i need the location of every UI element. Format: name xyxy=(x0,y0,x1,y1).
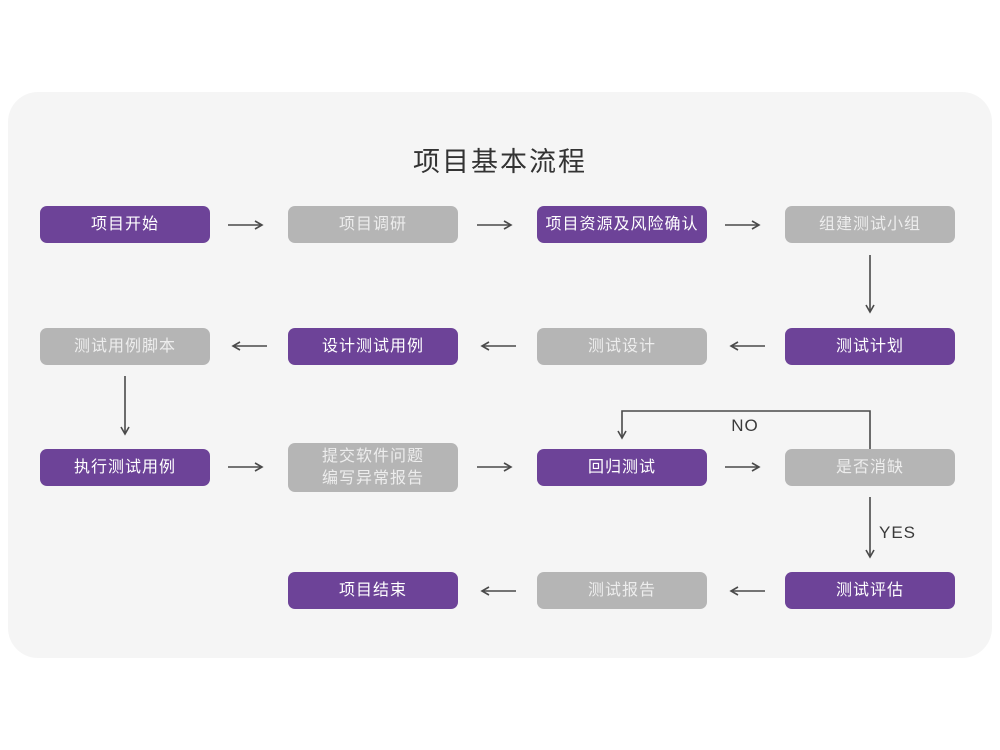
flow-node-project-end: 项目结束 xyxy=(288,572,458,609)
flow-node-submit-issue-report: 提交软件问题 编写异常报告 xyxy=(288,443,458,492)
flow-node-project-start: 项目开始 xyxy=(40,206,210,243)
page-title: 项目基本流程 xyxy=(413,147,587,177)
flow-node-defect-cleared: 是否消缺 xyxy=(785,449,955,486)
flow-node-test-report: 测试报告 xyxy=(537,572,707,609)
flow-node-resource-risk-confirm: 项目资源及风险确认 xyxy=(537,206,707,243)
flow-node-execute-test-cases: 执行测试用例 xyxy=(40,449,210,486)
no-branch-label: NO xyxy=(731,416,759,435)
flowchart-card xyxy=(8,92,992,658)
submit-issue-report-line2: 编写异常报告 xyxy=(321,469,424,487)
flow-node-design-test-cases: 设计测试用例 xyxy=(288,328,458,365)
flow-node-test-plan: 测试计划 xyxy=(785,328,955,365)
submit-issue-report-line1: 提交软件问题 xyxy=(321,447,424,465)
yes-branch-label: YES xyxy=(879,523,917,542)
flow-node-test-case-scripts: 测试用例脚本 xyxy=(40,328,210,365)
flow-node-project-research: 项目调研 xyxy=(288,206,458,243)
flow-node-build-test-team: 组建测试小组 xyxy=(785,206,955,243)
flow-node-regression-test: 回归测试 xyxy=(537,449,707,486)
flow-node-test-evaluation: 测试评估 xyxy=(785,572,955,609)
flow-node-test-design: 测试设计 xyxy=(537,328,707,365)
